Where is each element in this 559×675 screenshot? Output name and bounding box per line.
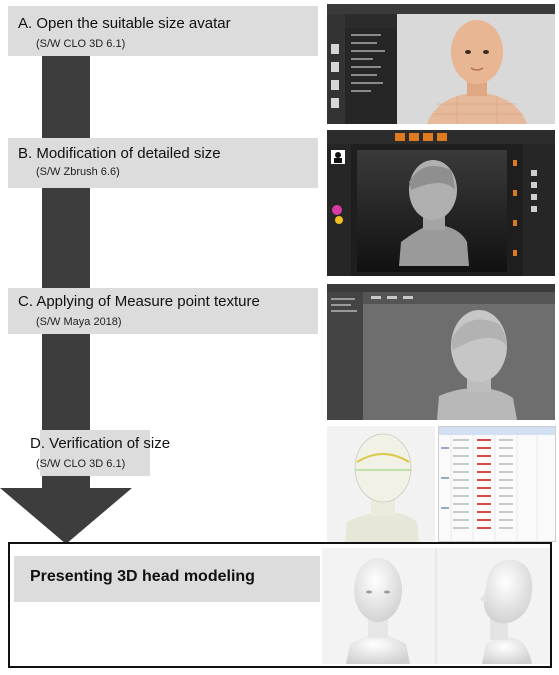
step-a-label-box: A. Open the suitable size avatar (S/W CL… [8,6,318,56]
step-b-title: B. Modification of detailed size [18,145,221,162]
step-c-label-box: C. Applying of Measure point texture (S/… [8,288,318,334]
size-measurement-table [438,426,556,542]
size-verification-head [327,426,435,542]
step-a-title: A. Open the suitable size avatar [18,15,231,32]
flow-arrow-head [0,488,132,544]
step-c-title: C. Applying of Measure point texture [18,293,260,310]
step-d-label-box: D. Verification of size (S/W CLO 3D 6.1) [8,430,318,476]
zbrush-screenshot [327,130,555,276]
step-d-title: D. Verification of size [30,435,171,452]
maya-screenshot [327,284,555,420]
step-b-label-box: B. Modification of detailed size (S/W Zb… [8,138,318,188]
step-a-software: (S/W CLO 3D 6.1) [36,38,126,50]
flow-arrow-shaft [42,52,90,490]
final-title: Presenting 3D head modeling [30,568,255,585]
final-head-renders [322,548,550,664]
final-label-box: Presenting 3D head modeling [14,556,320,602]
step-c-software: (S/W Maya 2018) [36,316,122,328]
step-d-software: (S/W CLO 3D 6.1) [36,458,126,470]
step-b-software: (S/W Zbrush 6.6) [36,166,120,178]
clo-avatar-screenshot [327,4,555,124]
